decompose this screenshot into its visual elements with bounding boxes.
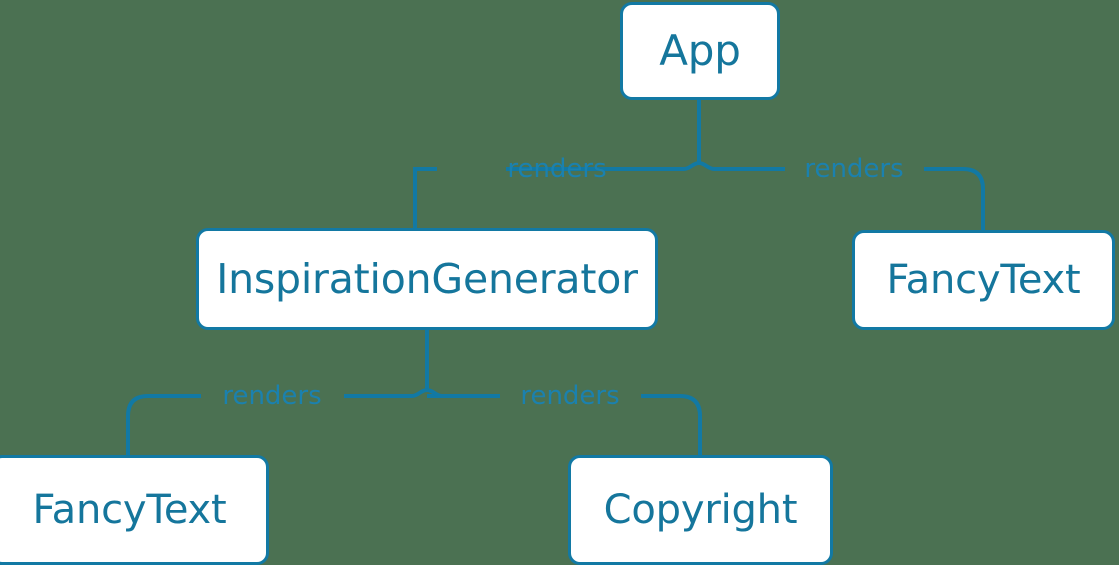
node-app[interactable]: App <box>620 2 780 100</box>
edge-app-to-fancytext-line <box>698 161 785 171</box>
edge-inspgen-to-copyright-line2 <box>426 388 443 398</box>
node-inspirationgenerator[interactable]: InspirationGenerator <box>196 228 658 330</box>
edge-app-to-inspirationgenerator-line <box>506 161 700 171</box>
edge-inspgen-to-fancytext-arm <box>126 394 201 455</box>
edge-label-app-inspirationgenerator: renders <box>507 154 607 184</box>
node-copyright-label: Copyright <box>603 487 798 533</box>
node-fancytext-right[interactable]: FancyText <box>852 230 1115 330</box>
edge-app-to-inspirationgenerator-arm <box>413 167 435 228</box>
edge-label-app-fancytext: renders <box>804 154 904 184</box>
edge-inspgen-to-copyright-arm <box>641 394 702 455</box>
node-fancytext-left[interactable]: FancyText <box>0 455 269 565</box>
edge-inspgen-to-fancytext-line <box>344 388 428 398</box>
node-fancytext-left-label: FancyText <box>32 487 227 533</box>
edge-app-to-fancytext-arm <box>924 167 985 230</box>
node-app-label: App <box>659 26 741 75</box>
edge-label-inspirationgenerator-fancytext: renders <box>222 381 322 411</box>
node-inspirationgenerator-label: InspirationGenerator <box>216 254 638 303</box>
edge-label-inspirationgenerator-copyright: renders <box>520 381 620 411</box>
node-copyright[interactable]: Copyright <box>568 455 833 565</box>
node-fancytext-right-label: FancyText <box>886 257 1081 303</box>
